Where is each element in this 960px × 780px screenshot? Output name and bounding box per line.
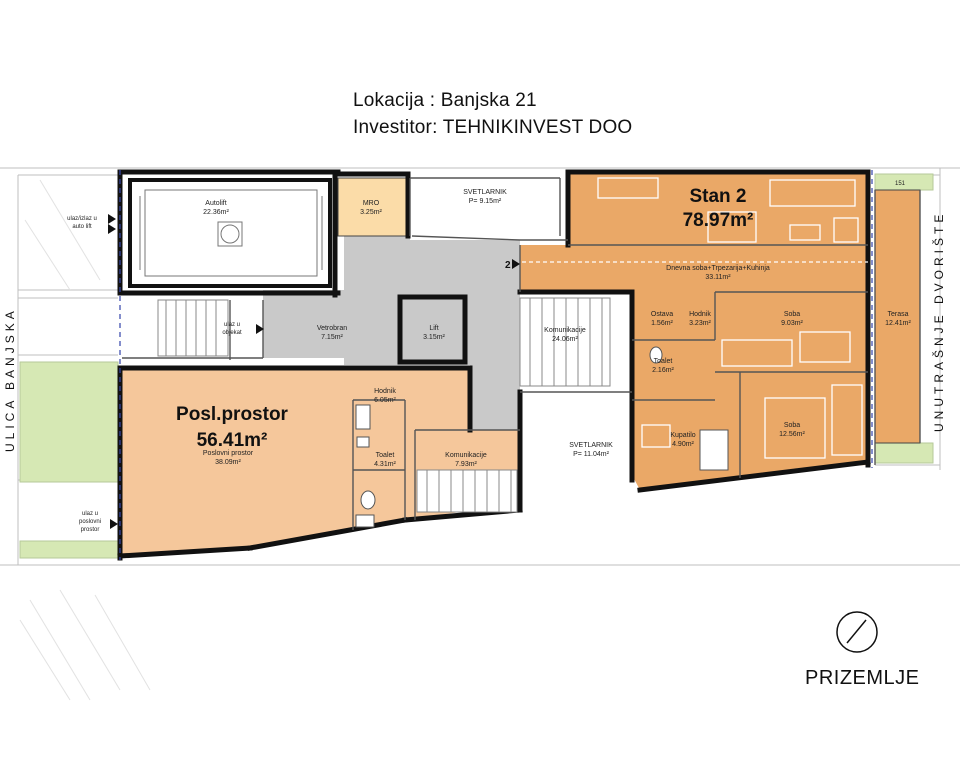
stairs-office [416, 469, 518, 513]
labels-small: Autolift 22.36m² MRO 3.25m² SVETLARNIK P… [67, 181, 911, 533]
interior-walls [122, 177, 921, 530]
ostava-area: 1.56m² [651, 320, 673, 327]
entrance-poslovni-3: prostor [81, 527, 100, 533]
svetlarnik-lower-area: P= 11.04m² [573, 451, 610, 458]
landscape-hatching [19, 179, 151, 701]
dimension-151: 151 [895, 181, 906, 187]
autolift-area: 22.36m² [203, 209, 229, 216]
svetlarnik-upper-area: P= 9.15m² [469, 198, 502, 205]
mro-name: MRO [363, 200, 380, 207]
entrance-objekat-2: objekat [222, 330, 242, 336]
lift-name: Lift [429, 325, 438, 332]
entrance-autolift-1: ulaz/izlaz u [67, 216, 97, 222]
soba1-name: Soba [784, 311, 800, 318]
mro-fill [337, 177, 409, 237]
terasa-area: 12.41m² [885, 320, 911, 327]
vetrobran-area: 7.15m² [321, 334, 343, 341]
komunikacije-name: Komunikacije [544, 327, 586, 334]
sanitary-fixtures [355, 346, 729, 528]
svetlarnik-upper-name: SVETLARNIK [463, 189, 507, 196]
komunikacije-office-name: Komunikacije [445, 452, 487, 459]
courtyard-label: UNUTRAŠNJE DVORIŠTE [931, 211, 946, 432]
poslovni-prostor-area: 38.09m² [215, 459, 241, 466]
stairs-upper [519, 297, 611, 387]
toalet-office-area: 4.31m² [374, 461, 396, 468]
entry-arrows [108, 214, 520, 529]
ostava-name: Ostava [651, 311, 673, 318]
furniture [522, 177, 868, 459]
entrance-autolift-2: auto lift [72, 224, 92, 230]
hodnik-stan-name: Hodnik [689, 311, 711, 318]
kupatilo-area: 4.90m² [672, 441, 694, 448]
komunikacije-area: 24.06m² [552, 336, 578, 343]
terrace-fill [874, 189, 921, 444]
hodnik-office-area: 6.05m² [374, 397, 396, 404]
stan2-total-area: 78.97m² [683, 210, 754, 231]
autolift-outline [128, 178, 332, 288]
green-areas [19, 173, 934, 559]
dnevna-name: Dnevna soba+Trpezarija+Kuhinja [666, 265, 770, 272]
entrance-poslovni-2: poslovni [79, 519, 101, 525]
hodnik-stan-area: 3.23m² [689, 320, 711, 327]
kupatilo-name: Kupatilo [670, 432, 695, 439]
hodnik-office-name: Hodnik [374, 388, 396, 395]
stairs-entry [157, 299, 229, 357]
toalet-stan-area: 2.16m² [652, 367, 674, 374]
floor-label: PRIZEMLJE [805, 667, 920, 689]
autolift-name: Autolift [205, 200, 226, 207]
office-total-area: 56.41m² [197, 430, 268, 451]
north-arrow [836, 611, 878, 653]
property-boundaries [119, 170, 873, 560]
common-areas [263, 236, 520, 430]
soba2-name: Soba [784, 422, 800, 429]
komunikacije-office-area: 7.93m² [455, 461, 477, 468]
office-title: Posl.prostor [176, 404, 289, 425]
toalet-office-name: Toalet [376, 452, 395, 459]
soba2-area: 12.56m² [779, 431, 805, 438]
autolift-platform [139, 189, 323, 277]
entrance-poslovni-1: ulaz u [82, 511, 98, 517]
apartment-fill [520, 172, 868, 490]
toalet-stan-name: Toalet [654, 358, 673, 365]
location-line: Lokacija : Banjska 21 [353, 90, 537, 111]
dnevna-area: 33.11m² [705, 274, 731, 281]
section-marker: 2 [505, 260, 511, 271]
investor-line: Investitor: TEHNIKINVEST DOO [353, 117, 633, 138]
svetlarnik-lower-name: SVETLARNIK [569, 442, 613, 449]
lift-area: 3.15m² [423, 334, 445, 341]
vetrobran-name: Vetrobran [317, 325, 347, 332]
mro-area: 3.25m² [360, 209, 382, 216]
stan2-title: Stan 2 [689, 186, 746, 207]
terasa-name: Terasa [887, 311, 908, 318]
street-label: ULICA BANJSKA [3, 307, 17, 452]
soba1-area: 9.03m² [781, 320, 803, 327]
entrance-objekat-1: ulaz u [224, 322, 240, 328]
poslovni-prostor-name: Poslovni prostor [203, 450, 254, 457]
